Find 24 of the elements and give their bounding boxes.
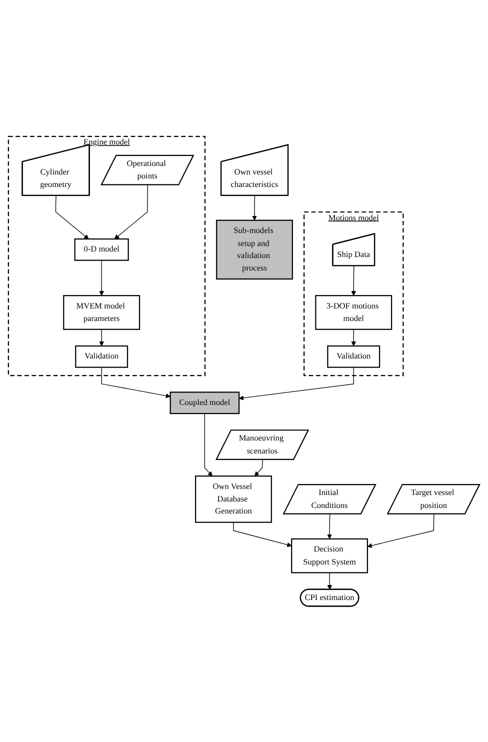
arrow xyxy=(99,328,104,346)
node-box: Validation xyxy=(327,345,380,368)
node-box: Coupled model xyxy=(170,391,240,414)
node-box: 0-D model xyxy=(74,238,129,261)
arrow xyxy=(254,459,263,476)
arrow xyxy=(114,184,148,239)
arrow xyxy=(238,366,354,400)
arrow xyxy=(327,514,332,539)
arrow xyxy=(252,195,257,220)
node-box: Validation xyxy=(75,345,128,368)
arrow xyxy=(351,265,356,296)
arrow xyxy=(101,366,171,398)
node-box: 3-DOF motions model xyxy=(315,294,392,330)
arrow xyxy=(327,572,332,590)
arrow xyxy=(233,522,292,547)
node-box: Own Vessel Database Generation xyxy=(195,475,272,523)
node-box: MVEM model parameters xyxy=(63,294,140,330)
arrow xyxy=(351,328,356,346)
node-box: Decision Support System xyxy=(291,538,368,573)
arrow xyxy=(99,260,104,296)
node-box: Sub-models setup and validation process xyxy=(216,219,293,280)
arrow xyxy=(204,412,213,476)
arrow xyxy=(55,195,89,239)
arrow xyxy=(367,514,434,548)
